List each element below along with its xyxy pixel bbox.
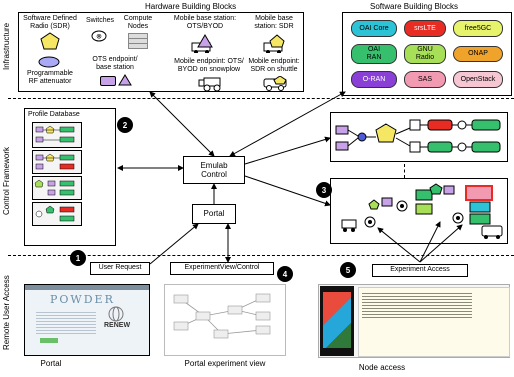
portal-button [40,338,58,343]
shuttle-label: Mobile endpoint: SDR on shuttle [248,58,300,73]
profile-diagram-icon [35,125,75,143]
experiment-access-label: Experiment Access [390,266,450,273]
phone-wallpaper [323,292,351,348]
software-block-o-ran: O-RAN [351,71,397,88]
step-1-badge: 1 [70,250,86,266]
profile-to-deploy-dashed-line [404,164,405,178]
step-3-badge: 3 [316,182,332,198]
svg-text:⊗: ⊗ [96,33,102,41]
software-block-srslte: srsLTE [404,20,446,37]
user-request-box [90,262,150,275]
switch-icon: ⊗ [91,30,107,42]
switches-label: Switches [85,17,114,24]
emulab-control-label: Emulab Control [200,161,228,179]
ots-endpoint-label: OTS endpoint/ base station [92,56,138,71]
software-block-openstack: OpenStack [453,71,503,88]
snowplow-label: Mobile endpoint: OTS/ BYOD on snowplow [174,58,244,73]
profile-card [32,150,82,174]
renew-globe-icon [108,306,124,322]
profile-database-title: Profile Database [28,111,80,118]
profile-diagram-icon [35,205,75,222]
experiment-access-box [372,264,468,277]
software-block-oai-ran: OAI RAN [351,44,397,64]
powder-logo: POWDER [50,293,115,306]
experiment-view-box [170,262,274,275]
sdr-label: Software Defined Radio (SDR) [23,15,77,30]
profile-diagram-icon [34,179,75,196]
experiment-view-graph [173,293,271,339]
software-block-gnu-radio: GNU Radio [404,44,446,64]
software-block-onap: ONAP [453,46,503,62]
portal-box[interactable] [192,204,236,224]
mobile-ots-label: Mobile base station: OTS/BYOD [173,15,237,30]
software-block-free5gc: free5GC [453,20,503,37]
portal-exp-view-caption: Portal experiment view [184,359,266,368]
compute-label: Compute Nodes [123,15,153,30]
software-block-sas: SAS [404,71,446,88]
profile-card [32,122,82,148]
step-5-badge: 5 [340,262,356,278]
portal-caption: Portal [40,359,62,368]
portal-text-block [36,310,96,336]
attenuator-icon [38,56,60,68]
ots-endpoint-icon [100,76,116,86]
step-4-badge: 4 [277,266,293,282]
shuttle-icon [263,76,287,91]
node-access-caption: Node access [358,363,406,372]
profile-card [32,202,82,226]
step-2-badge: 2 [117,117,133,133]
sdr-pentagon-icon [40,32,60,50]
snowplow-icon [198,77,221,92]
deployed-topology-diagram [341,183,503,239]
ots-basestation-icon [118,74,132,86]
mobile-ots-base-icon [191,34,213,53]
hardware-box [18,12,304,92]
portal-label: Portal [203,209,225,218]
user-request-label: User Request [98,264,142,271]
renew-logo: RENEW [104,322,131,329]
hardware-title: Hardware Building Blocks [145,2,237,11]
attenuator-label: Programmable RF attenuator [27,70,73,85]
terminal-text [362,291,472,319]
profile-card [32,176,82,200]
mobile-sdr-label: Mobile base station: SDR [254,15,294,30]
mobile-sdr-base-icon [263,34,285,53]
portal-screenshot-header [25,285,149,290]
compute-node-icon [128,43,148,49]
software-block-oai-core: OAI Core [351,20,397,37]
divider-control-remote [8,255,514,256]
experiment-view-label: ExperimentView/Control [184,264,260,271]
profile-diagram-icon [35,153,75,170]
software-title: Software Building Blocks [370,2,459,11]
